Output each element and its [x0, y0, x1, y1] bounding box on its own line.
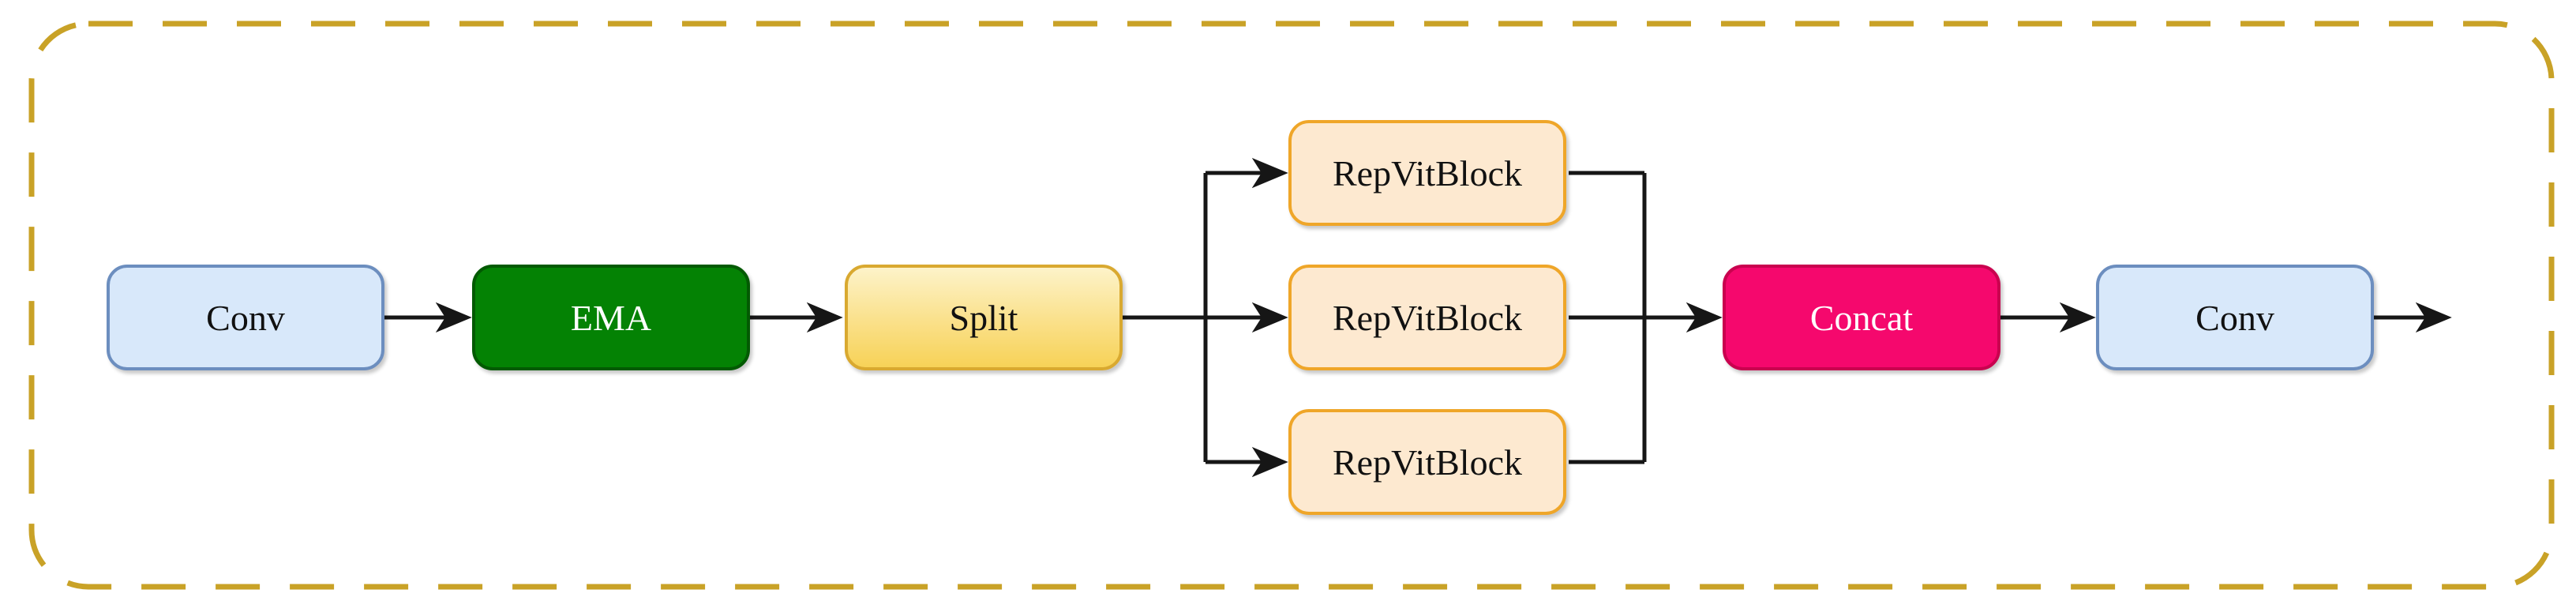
node-repvitblock-middle: RepVitBlock [1288, 265, 1566, 370]
node-concat: Concat [1723, 265, 2000, 370]
node-ema: EMA [472, 265, 750, 370]
node-split: Split [845, 265, 1123, 370]
node-concat-label: Concat [1809, 297, 1914, 338]
node-split-label: Split [949, 297, 1018, 338]
node-conv-output: Conv [2096, 265, 2374, 370]
node-repvitblock-top: RepVitBlock [1288, 120, 1566, 226]
node-repvitblock-top-label: RepVitBlock [1333, 152, 1522, 193]
node-repvitblock-bottom-label: RepVitBlock [1333, 441, 1522, 483]
node-conv-output-label: Conv [2195, 297, 2274, 338]
node-conv-input: Conv [107, 265, 384, 370]
node-ema-label: EMA [570, 297, 652, 338]
node-repvitblock-middle-label: RepVitBlock [1333, 297, 1522, 338]
node-conv-input-label: Conv [206, 297, 285, 338]
node-repvitblock-bottom: RepVitBlock [1288, 409, 1566, 515]
dashed-frame [28, 21, 2555, 590]
